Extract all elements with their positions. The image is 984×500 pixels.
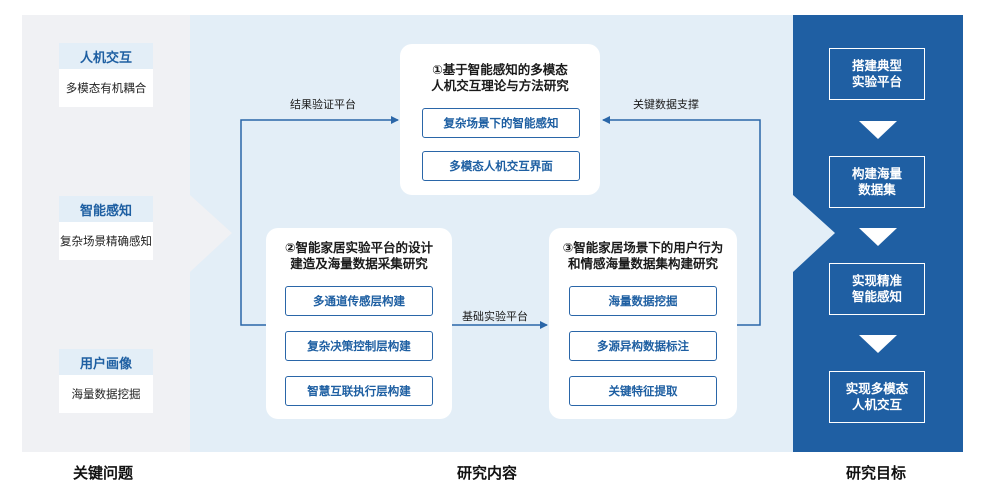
goal-line: 智能感知 — [851, 289, 902, 304]
box3-item: 关键特征提取 — [569, 376, 717, 406]
box3-item: 多源异构数据标注 — [569, 331, 717, 361]
goal-line: 搭建典型 — [851, 58, 902, 73]
goal-line: 实验平台 — [851, 74, 902, 89]
problem-head: 人机交互 — [59, 43, 153, 69]
goal-line: 人机交互 — [851, 397, 902, 412]
goal-line: 实现多模态 — [845, 381, 909, 396]
box2-title-line1: ②智能家居实验平台的设计 — [284, 240, 434, 255]
box3-item: 海量数据挖掘 — [569, 286, 717, 316]
problems-chevron — [190, 195, 232, 272]
content-box-2: ②智能家居实验平台的设计 建造及海量数据采集研究 多通道传感层构建 复杂决策控制… — [266, 228, 452, 419]
box1-item: 复杂场景下的智能感知 — [422, 108, 580, 138]
footer-content: 研究内容 — [457, 464, 518, 482]
goal-2: 构建海量数据集 — [829, 156, 925, 208]
footer-problems: 关键问题 — [73, 464, 134, 482]
box2-item: 多通道传感层构建 — [285, 286, 433, 316]
goal-arrow — [859, 335, 897, 353]
edge-label-right: 关键数据支撑 — [633, 98, 699, 111]
goal-1: 搭建典型实验平台 — [829, 48, 925, 100]
footer-goals: 研究目标 — [846, 464, 907, 482]
edge-right-line — [602, 116, 761, 326]
problem-head: 智能感知 — [59, 196, 153, 222]
problem-body: 复杂场景精确感知 — [60, 234, 152, 248]
problem-card-profile: 用户画像 海量数据挖掘 — [59, 349, 153, 413]
edge-label-bottom: 基础实验平台 — [462, 310, 528, 323]
box2-item: 智慧互联执行层构建 — [285, 376, 433, 406]
goal-line: 构建海量 — [851, 166, 902, 181]
edge-left-line — [240, 116, 399, 326]
goal-arrow — [859, 228, 897, 246]
box1-title-line2: 人机交互理论与方法研究 — [431, 78, 569, 93]
box3-title-line2: 和情感海量数据集构建研究 — [567, 256, 718, 271]
box3-title-line1: ③智能家居场景下的用户行为 — [562, 240, 724, 255]
goal-4: 实现多模态人机交互 — [829, 371, 925, 423]
problem-body: 多模态有机耦合 — [65, 81, 147, 95]
goal-line: 数据集 — [858, 182, 896, 197]
box1-title-line1: ①基于智能感知的多模态 — [432, 62, 568, 77]
content-box-1: ①基于智能感知的多模态 人机交互理论与方法研究 复杂场景下的智能感知 多模态人机… — [400, 44, 600, 195]
box2-title-line2: 建造及海量数据采集研究 — [290, 256, 428, 271]
goal-arrow — [859, 121, 897, 139]
content-chevron — [793, 195, 835, 272]
problem-body: 海量数据挖掘 — [71, 387, 141, 401]
content-box-3: ③智能家居场景下的用户行为 和情感海量数据集构建研究 海量数据挖掘 多源异构数据… — [549, 228, 737, 419]
edge-label-left: 结果验证平台 — [290, 98, 356, 111]
problem-card-perception: 智能感知 复杂场景精确感知 — [59, 196, 153, 260]
goal-line: 实现精准 — [851, 273, 902, 288]
box1-item: 多模态人机交互界面 — [422, 151, 580, 181]
goal-3: 实现精准智能感知 — [829, 263, 925, 315]
box2-item: 复杂决策控制层构建 — [285, 331, 433, 361]
problem-card-hci: 人机交互 多模态有机耦合 — [59, 43, 153, 107]
problem-head: 用户画像 — [59, 349, 153, 375]
